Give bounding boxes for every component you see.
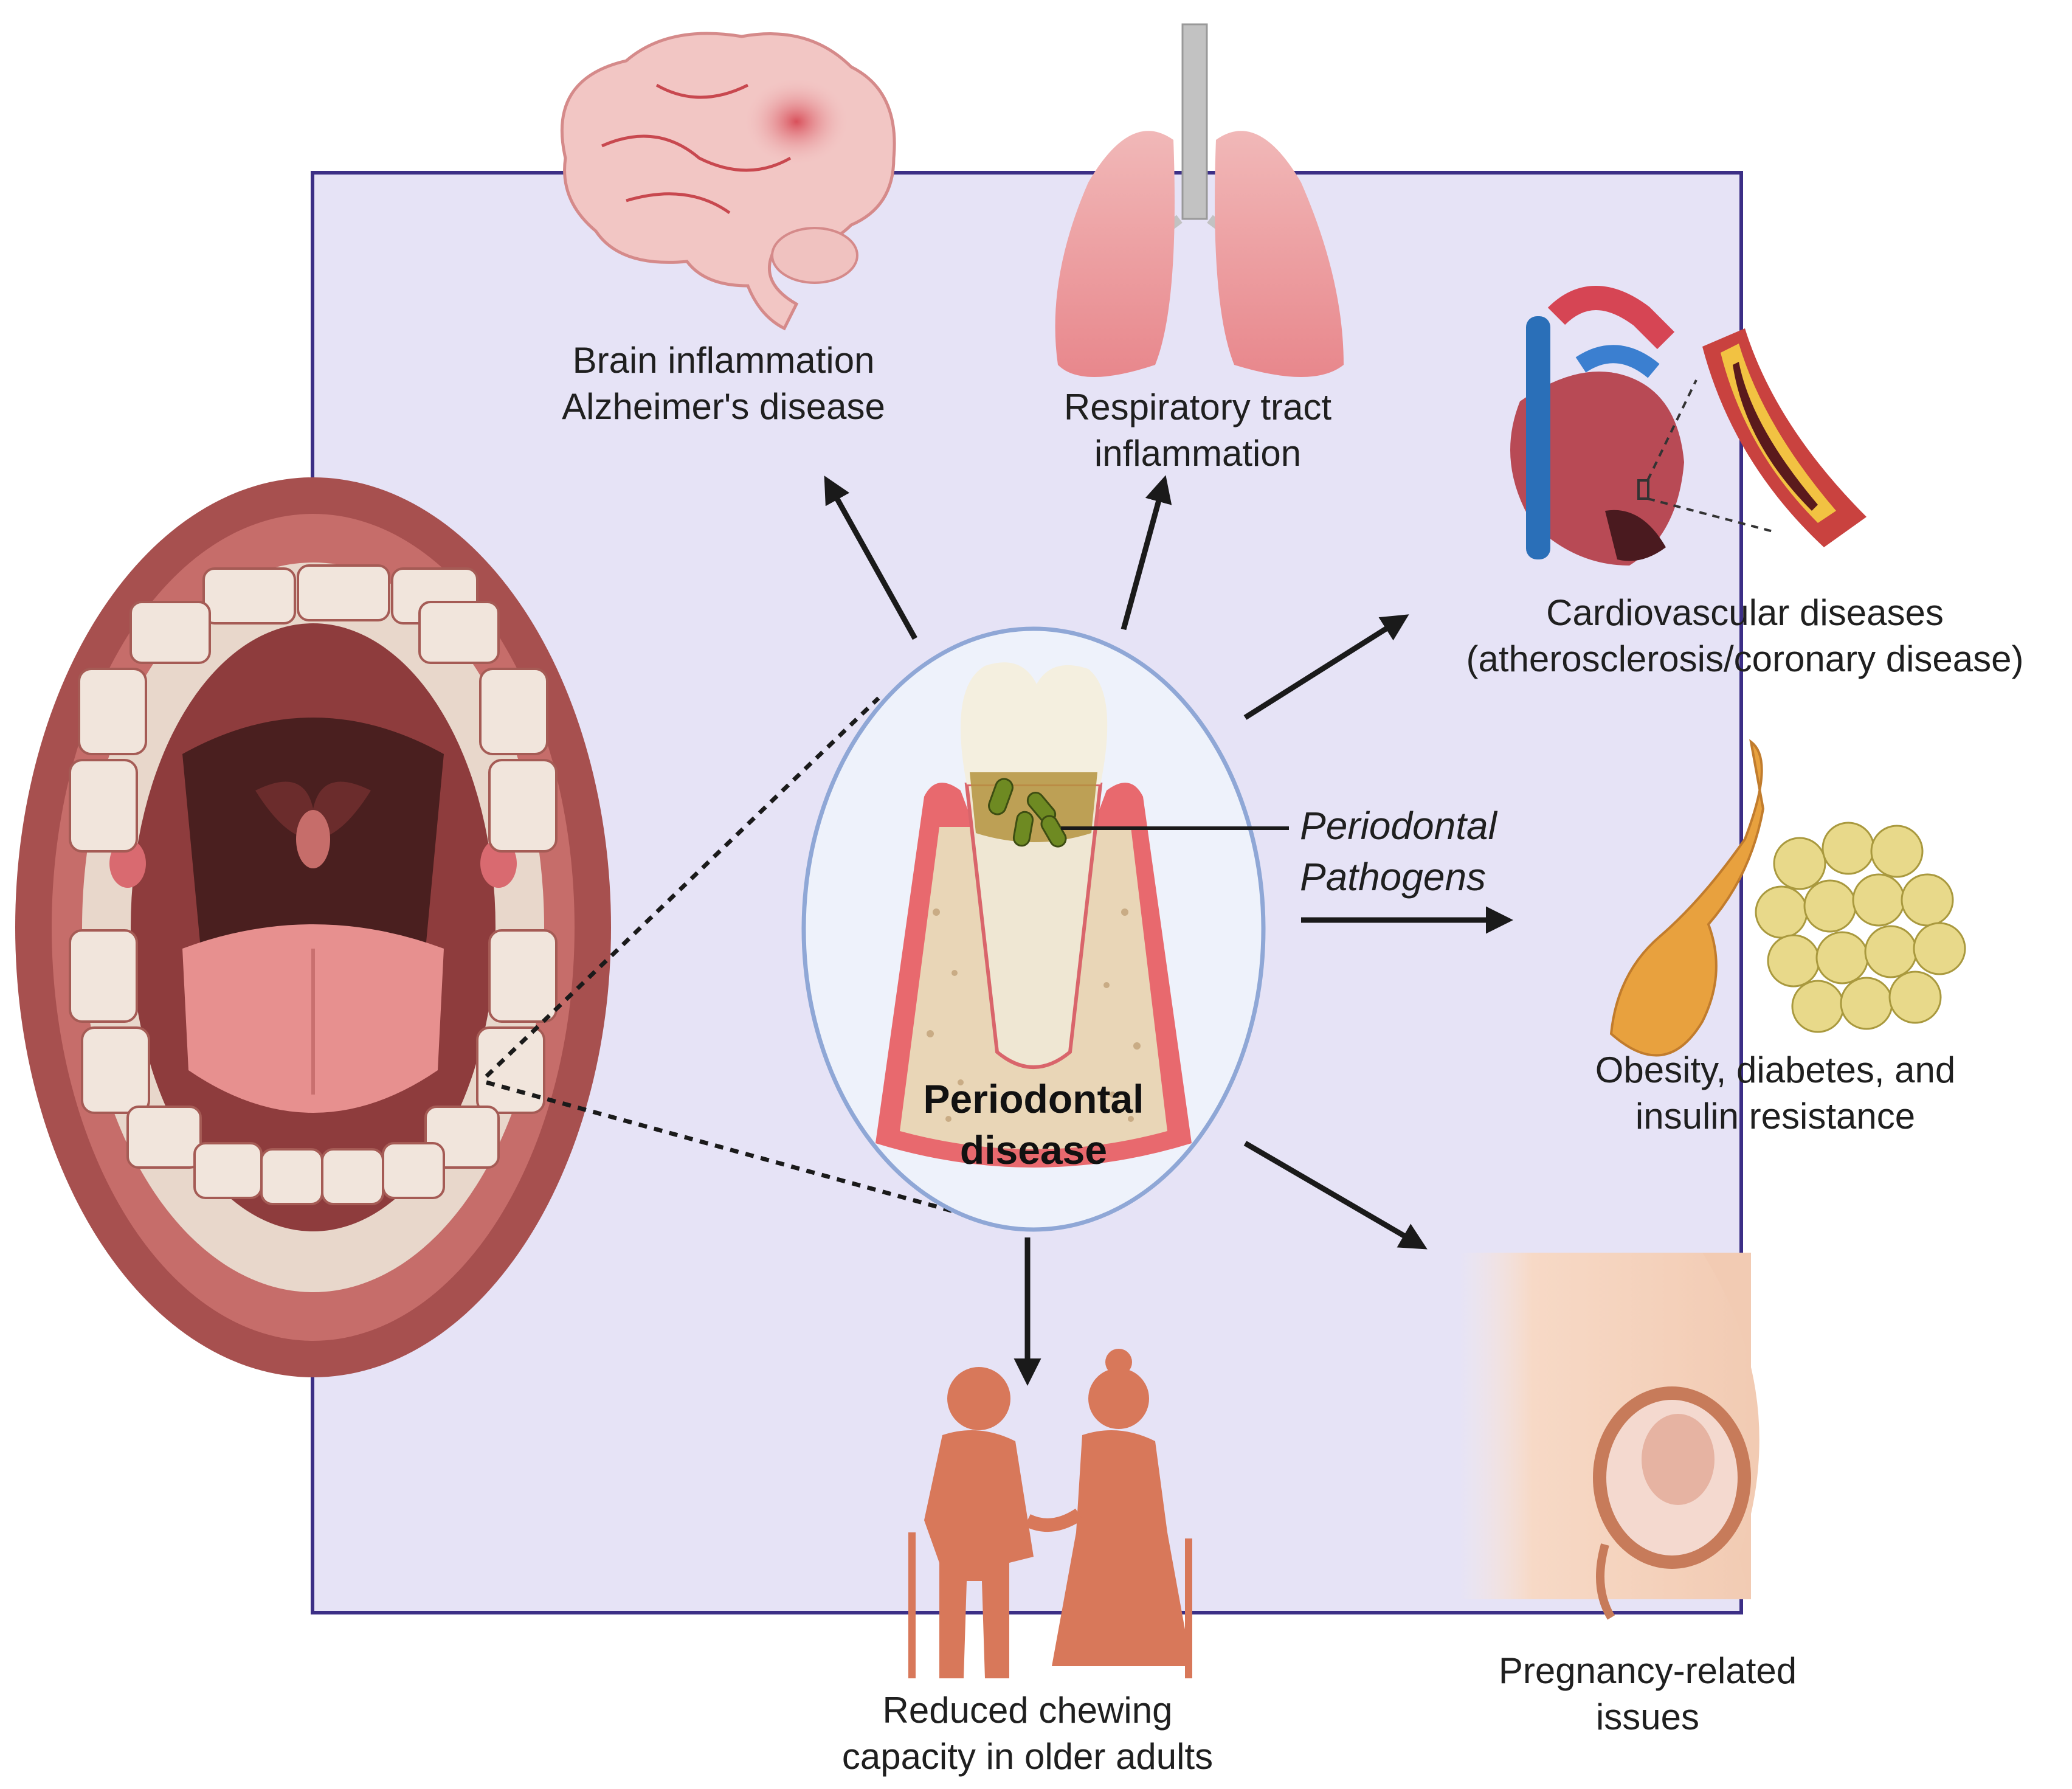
center-title: Periodontal disease <box>882 1073 1186 1175</box>
label-brain-line2: Alzheimer's disease <box>562 386 885 427</box>
label-respiratory-line1: Respiratory tract <box>1063 387 1332 427</box>
open-mouth-icon <box>15 477 611 1377</box>
pancreas-fat-cells-icon <box>1609 739 1966 1057</box>
zoom-line-lower <box>486 1080 976 1220</box>
zoom-line-upper <box>485 696 880 1078</box>
pathogen-label-line1: Periodontal <box>1300 804 1497 848</box>
pregnancy-icon <box>1459 1253 1759 1620</box>
label-chewing-line1: Reduced chewing <box>882 1690 1173 1731</box>
label-respiratory: Respiratory tract inflammation <box>1009 384 1386 477</box>
label-chewing-line2: capacity in older adults <box>841 1736 1214 1777</box>
center-title-line2: disease <box>959 1127 1108 1172</box>
arrow-to-heart <box>1243 614 1409 720</box>
pathogen-label-line2: Pathogens <box>1300 855 1487 899</box>
label-brain: Brain inflammation Alzheimer's disease <box>535 337 912 430</box>
label-metabolic-line2: insulin resistance <box>1635 1096 1916 1137</box>
arrow-to-pregnancy <box>1243 1141 1428 1250</box>
label-metabolic-line1: Obesity, diabetes, and <box>1595 1050 1956 1090</box>
arrow-to-brain <box>824 476 917 640</box>
label-pregnancy-line1: Pregnancy-related <box>1498 1650 1797 1691</box>
elderly-couple-icon <box>908 1349 1192 1678</box>
label-respiratory-line2: inflammation <box>1094 433 1302 474</box>
label-pregnancy: Pregnancy-related issues <box>1459 1648 1836 1740</box>
lungs-icon <box>1055 23 1344 377</box>
label-cardio-line2: (atherosclerosis/coronary disease) <box>1466 638 2024 679</box>
heart-icon <box>1510 286 1867 566</box>
tooth-icon <box>875 662 1289 1168</box>
pathogen-label: Periodontal Pathogens <box>1300 800 1497 902</box>
arrow-to-lungs <box>1121 475 1172 631</box>
arrows <box>824 475 1513 1386</box>
label-metabolic: Obesity, diabetes, and insulin resistanc… <box>1556 1047 1994 1140</box>
label-chewing: Reduced chewing capacity in older adults <box>815 1687 1240 1780</box>
center-title-line1: Periodontal <box>923 1076 1144 1121</box>
label-pregnancy-line2: issues <box>1595 1697 1700 1737</box>
label-cardio-line1: Cardiovascular diseases <box>1546 592 1944 633</box>
label-brain-line1: Brain inflammation <box>572 340 875 381</box>
brain-icon <box>560 32 896 331</box>
label-cardio: Cardiovascular diseases (atherosclerosis… <box>1423 590 2067 682</box>
